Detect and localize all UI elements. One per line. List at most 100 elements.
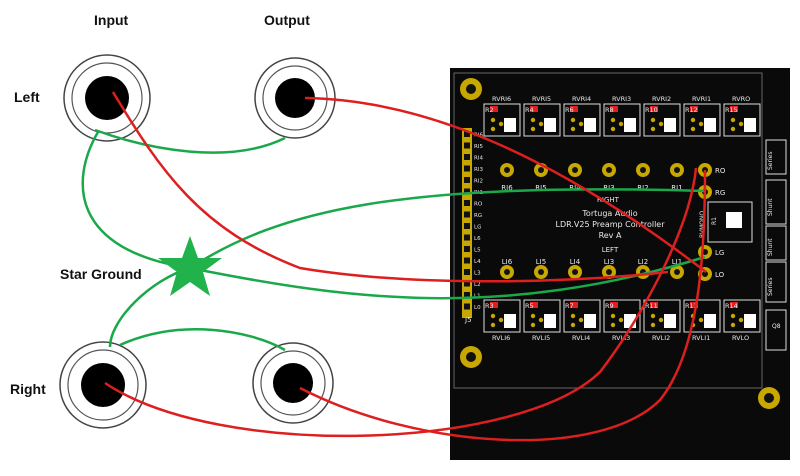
resistor-label: R5 — [525, 302, 534, 310]
pot-label: RVLI4 — [572, 334, 590, 342]
r1-label: R1 — [711, 217, 718, 225]
trimmer-pot: R10 RVRI2 — [643, 95, 681, 137]
header-pin-label: RI2 — [474, 179, 483, 185]
solder-pad: RI2 — [636, 163, 650, 192]
ground-wire-right-input-to-output — [119, 328, 286, 352]
pot-label: RVLI3 — [612, 334, 630, 342]
header-pin-label: L6 — [474, 236, 481, 242]
ground-wire-star-to-rg — [189, 188, 706, 270]
pcb-corner-label: J5 — [464, 316, 472, 324]
pad-label: RI1 — [671, 184, 682, 192]
solder-pad: LI6 — [500, 258, 514, 279]
pad-label: LI4 — [570, 258, 581, 266]
header-pin-label: L2 — [474, 282, 481, 288]
star-ground-icon — [158, 236, 222, 296]
pot-label: RVLI5 — [532, 334, 550, 342]
pot-label: RVLO — [732, 334, 749, 342]
pad-label: RI4 — [569, 184, 581, 192]
header-pin-label: L4 — [474, 259, 481, 265]
pot-label: RVRI3 — [612, 95, 631, 103]
q8-label: Q8 — [772, 323, 781, 330]
jack-input-right — [59, 341, 147, 429]
trimmer-pot: R8 RVRI3 — [603, 95, 641, 137]
pad-label: LI5 — [536, 258, 546, 266]
side-label-series-2: Series — [767, 278, 774, 296]
input-label: Input — [94, 12, 129, 28]
pot-label: RVRI4 — [572, 95, 591, 103]
rvmono-label: RVMONO — [699, 211, 706, 238]
resistor-label: R9 — [605, 302, 614, 310]
rvmono-block — [707, 201, 753, 243]
pot-label: RVLI6 — [492, 334, 510, 342]
resistor-label: R7 — [565, 302, 574, 310]
ground-wire-left-input-to-star — [81, 131, 191, 270]
right-label: Right — [10, 381, 46, 397]
pot-label: RVRI5 — [532, 95, 551, 103]
header-pin-label: RG — [474, 213, 482, 219]
solder-pad: LI5 — [534, 258, 548, 279]
pad-label: RI3 — [603, 184, 614, 192]
resistor-label: R4 — [525, 106, 534, 114]
resistor-label: R15 — [725, 106, 738, 114]
pad-label: RO — [715, 167, 726, 175]
pad-label: LI1 — [672, 258, 682, 266]
pad-label: LI6 — [502, 258, 513, 266]
header-pin-label: L5 — [474, 248, 481, 254]
header-pin-label: L3 — [474, 271, 481, 277]
pad-label: LI3 — [604, 258, 614, 266]
resistor-label: R2 — [485, 106, 494, 114]
solder-pad: LI4 — [568, 258, 582, 279]
resistor-label: R8 — [605, 106, 614, 114]
pcb-title-line2: LDR.V25 Preamp Controller — [555, 220, 665, 229]
pad-label: RI5 — [535, 184, 546, 192]
pad-label: LO — [715, 271, 725, 279]
pot-label: RVRI6 — [492, 95, 511, 103]
pot-label: RVLI1 — [692, 334, 710, 342]
signal-wire-right-input-to-ri1 — [104, 167, 698, 438]
pad-label: LI2 — [638, 258, 648, 266]
pcb-left-label: LEFT — [602, 246, 619, 254]
solder-pad: RI1 — [670, 163, 684, 192]
trimmer-pot: R15 RVRO — [723, 95, 761, 137]
pad-label: LG — [715, 249, 724, 257]
solder-pad: RI4 — [568, 163, 582, 192]
pot-label: RVRI2 — [652, 95, 671, 103]
resistor-label: R11 — [645, 302, 658, 310]
signal-wire-right-output-to-ro — [299, 169, 707, 442]
left-label: Left — [14, 89, 40, 105]
output-label: Output — [264, 12, 310, 28]
side-label-series: Series — [767, 152, 774, 170]
resistor-label: R3 — [485, 302, 494, 310]
signal-wires — [104, 91, 707, 442]
signal-wire-left-input-to-li1 — [111, 91, 669, 283]
header-pin-label: RI3 — [474, 167, 483, 173]
pot-label: RVRI1 — [692, 95, 711, 103]
pot-label: RVRO — [732, 95, 750, 103]
ground-wire-left-input-to-output — [94, 128, 286, 154]
trimmer-pot: R2 RVRI6 — [483, 95, 521, 137]
resistor-label: R14 — [725, 302, 738, 310]
jack-output-right — [252, 342, 334, 424]
star-ground-label: Star Ground — [60, 266, 142, 282]
solder-pad: LI1 — [670, 258, 684, 279]
pcb-title-line3: Rev A — [599, 231, 622, 240]
resistor-label: R13 — [685, 302, 698, 310]
pad-label: RI6 — [501, 184, 513, 192]
resistor-label: R10 — [645, 106, 658, 114]
header-pin-label: RI5 — [474, 144, 483, 150]
header-pin-label: RI4 — [474, 156, 483, 162]
header-pin-label: L0 — [474, 305, 481, 311]
header-pin-label: RO — [474, 202, 483, 208]
pot-label: RVLI2 — [652, 334, 670, 342]
side-label-shunt: Shunt — [767, 198, 774, 216]
pcb-title-line1: Tortuga Audio — [581, 209, 637, 218]
